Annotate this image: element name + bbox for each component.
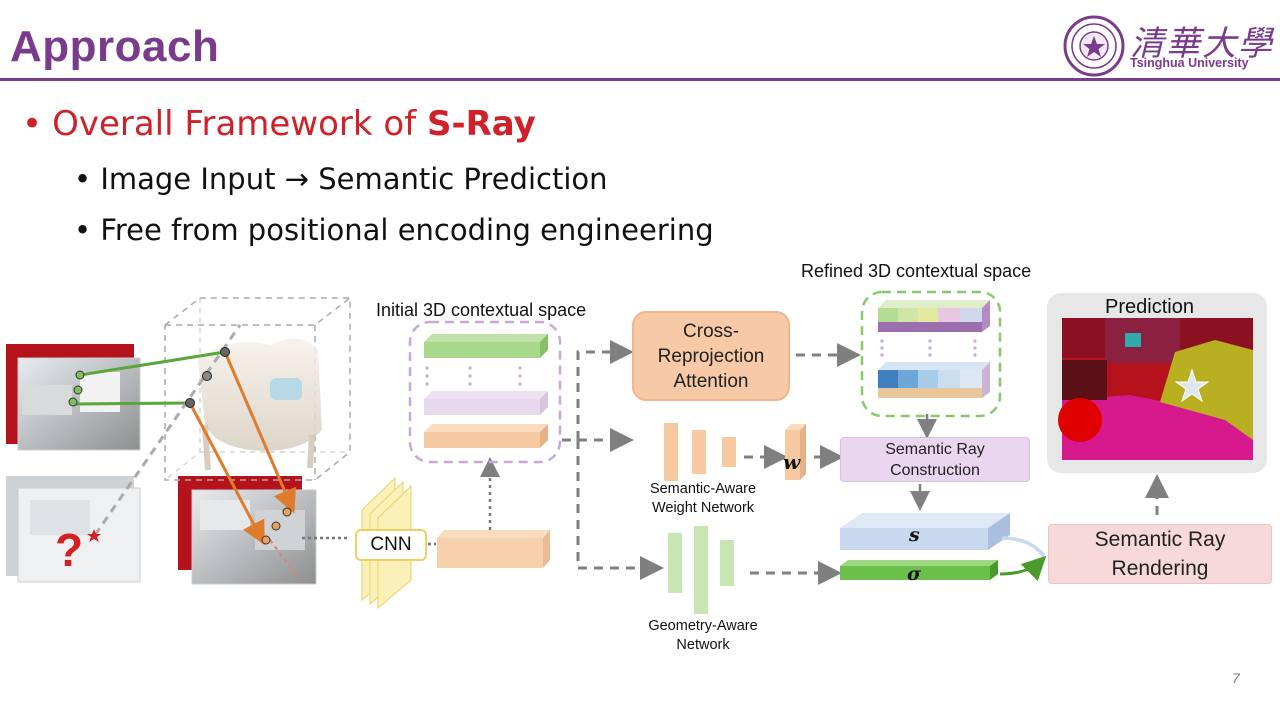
density-slab: [840, 560, 998, 580]
semantic-symbol: s: [909, 524, 920, 546]
university-name-en: Tsinghua University: [1130, 56, 1249, 70]
query-star-icon: [87, 529, 101, 542]
refined-space-frame: [860, 290, 1002, 418]
reprojection-rays: [68, 324, 301, 581]
tsinghua-seal-icon: [1063, 15, 1125, 77]
initial-feature-slices: [424, 334, 548, 448]
university-name-cn: 清華大學: [1130, 24, 1274, 64]
title-divider: [0, 78, 1280, 81]
weight-vector-icon: [785, 424, 806, 480]
feature-volume: [437, 530, 550, 568]
bullet-sub-1-text: Image Input → Semantic Prediction: [100, 162, 608, 196]
refined-feature-slices: [878, 300, 990, 398]
prediction-image: [1047, 293, 1267, 473]
weight-symbol: w: [783, 450, 801, 474]
geometry-network-icon: [668, 526, 734, 614]
bullet-main-emphasis: S-Ray: [426, 104, 536, 144]
geometry-network-label: Geometry-Aware Network: [648, 618, 758, 653]
semantic-ray-construction-box: Semantic Ray Construction: [840, 437, 1030, 482]
bullet-main: •Overall Framework of S-Ray: [22, 104, 536, 144]
query-view-mark: ?: [55, 524, 83, 576]
bullet-sub-1: • Image Input → Semantic Prediction: [74, 162, 608, 196]
source-view-images: [6, 344, 317, 585]
semantic-weight-network-icon: [664, 423, 736, 481]
page-number: 7: [1232, 670, 1240, 686]
weight-network-label: Semantic-Aware Weight Network: [649, 481, 757, 516]
bullet-sub-2: • Free from positional encoding engineer…: [74, 213, 714, 247]
cnn-label: CNN: [355, 529, 427, 561]
bullet-main-text: Overall Framework of: [52, 104, 427, 144]
cross-reprojection-attention-box: Cross- Reprojection Attention: [632, 311, 790, 401]
refined-space-label: Refined 3D contextual space: [801, 261, 1032, 281]
semantic-slab: [840, 513, 1010, 550]
density-symbol: σ: [907, 563, 922, 585]
prediction-label: Prediction: [1105, 296, 1194, 318]
initial-space-label: Initial 3D contextual space: [376, 300, 587, 320]
semantic-ray-rendering-box: Semantic Ray Rendering: [1048, 524, 1272, 584]
slide-title: Approach: [10, 22, 220, 71]
bullet-sub-2-text: Free from positional encoding engineerin…: [100, 213, 714, 247]
3d-scene-cube: [164, 297, 351, 481]
branch-arrows: [562, 340, 1169, 585]
